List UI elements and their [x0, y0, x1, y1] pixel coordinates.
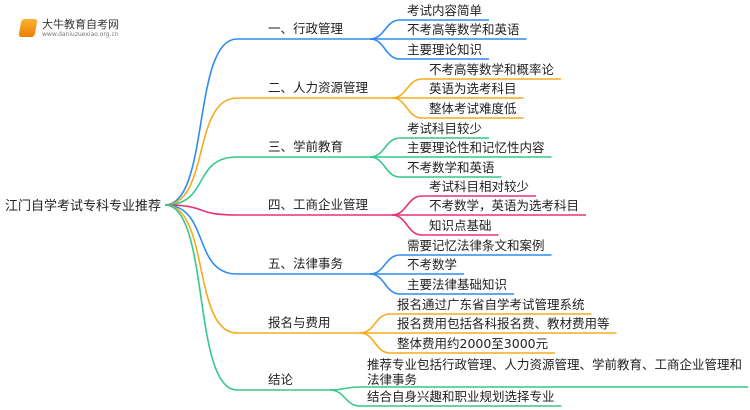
branch-edge	[164, 204, 370, 275]
logo: 大牛教育自考网 www.daniuzuexiao.org.cn	[18, 18, 119, 38]
child-label: 整体费用约2000至3000元	[397, 336, 549, 351]
child-edge	[369, 156, 502, 178]
child-label: 主要理论知识	[407, 42, 483, 57]
child-label: 考试科目较少	[407, 121, 483, 136]
child-edge	[369, 254, 552, 275]
child-label: 结合自身兴趣和职业规划选择专业	[367, 389, 555, 404]
root-node: 江门自学考试专科专业推荐	[5, 199, 162, 214]
logo-url: www.daniuzuexiao.org.cn	[42, 31, 119, 38]
child-label: 英语为选考科目	[429, 81, 517, 96]
book-logo-icon	[18, 19, 38, 37]
branch-label: 报名与费用	[268, 315, 331, 330]
child-label: 考试科目相对较少	[429, 179, 530, 194]
branch-edge	[164, 204, 392, 216]
child-label: 主要法律基础知识	[407, 277, 508, 292]
child-label: 不考数学，英语为选考科目	[429, 198, 580, 213]
child-label: 知识点基础	[429, 218, 492, 233]
child-edge	[369, 273, 515, 295]
branch-edge	[164, 204, 360, 334]
child-label: 不考数学	[407, 257, 458, 272]
child-edge	[369, 38, 490, 60]
child-label: 主要理论性和记忆性内容	[407, 140, 545, 155]
child-label: 推荐专业包括行政管理、人力资源管理、学前教育、工商企业管理和法律事务	[367, 357, 743, 387]
child-label: 需要记忆法律条文和案例	[407, 238, 545, 253]
child-edge	[391, 214, 499, 236]
child-label: 不考数学和英语	[407, 160, 495, 175]
child-edge	[391, 97, 524, 119]
logo-name: 大牛教育自考网	[42, 18, 119, 31]
branch-label: 五、法律事务	[268, 256, 344, 271]
branch-edge	[164, 204, 330, 391]
child-label: 考试内容简单	[407, 3, 483, 18]
child-edge	[329, 389, 562, 407]
child-edge	[359, 332, 556, 354]
branch-edge	[164, 38, 370, 206]
branch-label: 二、人力资源管理	[268, 80, 369, 95]
branch-edge	[164, 97, 392, 206]
branch-label: 四、工商企业管理	[268, 197, 369, 212]
branch-label: 一、行政管理	[268, 21, 344, 36]
branch-edge	[164, 156, 370, 206]
child-label: 整体考试难度低	[429, 101, 517, 116]
branch-label: 三、学前教育	[268, 139, 344, 154]
branch-label: 结论	[268, 372, 294, 387]
child-label: 报名费用包括各科报名费、教材费用等	[397, 316, 610, 331]
child-label: 不考高等数学和概率论	[429, 62, 555, 77]
child-label: 报名通过广东省自学考试管理系统	[397, 297, 585, 312]
child-label: 不考高等数学和英语	[407, 22, 520, 37]
